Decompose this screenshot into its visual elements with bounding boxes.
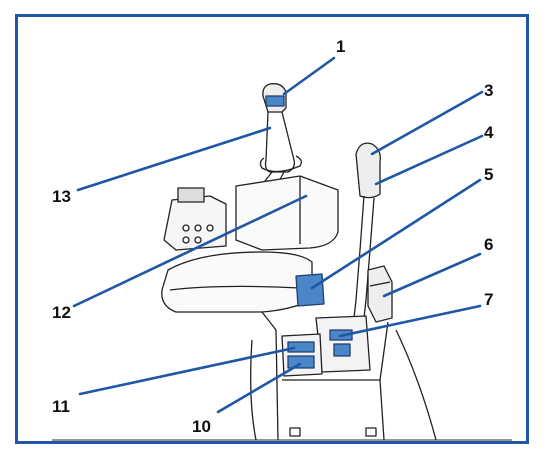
leader-4	[374, 134, 484, 186]
leader-11	[78, 346, 296, 396]
callout-label-10: 10	[192, 417, 211, 436]
callout-label-13: 13	[52, 187, 71, 206]
callout-label-6: 6	[484, 235, 493, 254]
leader-1	[282, 56, 336, 96]
callout-label-11: 11	[52, 397, 70, 416]
leader-3	[370, 90, 484, 156]
leader-5	[310, 178, 482, 290]
callout-labels: 1 3 4 5 6 7 10 11 12 13	[52, 37, 494, 436]
leader-6	[382, 252, 482, 298]
leader-13	[76, 126, 272, 192]
callout-label-5: 5	[484, 165, 493, 184]
callout-label-12: 12	[52, 303, 71, 322]
leader-lines	[72, 56, 484, 414]
leader-10	[216, 362, 302, 414]
callout-label-4: 4	[484, 123, 494, 142]
callout-label-1: 1	[336, 37, 345, 56]
callout-label-3: 3	[484, 81, 493, 100]
leader-7	[338, 304, 482, 338]
console-line-art	[52, 83, 512, 441]
leader-12	[72, 194, 308, 308]
callout-label-7: 7	[484, 290, 493, 309]
